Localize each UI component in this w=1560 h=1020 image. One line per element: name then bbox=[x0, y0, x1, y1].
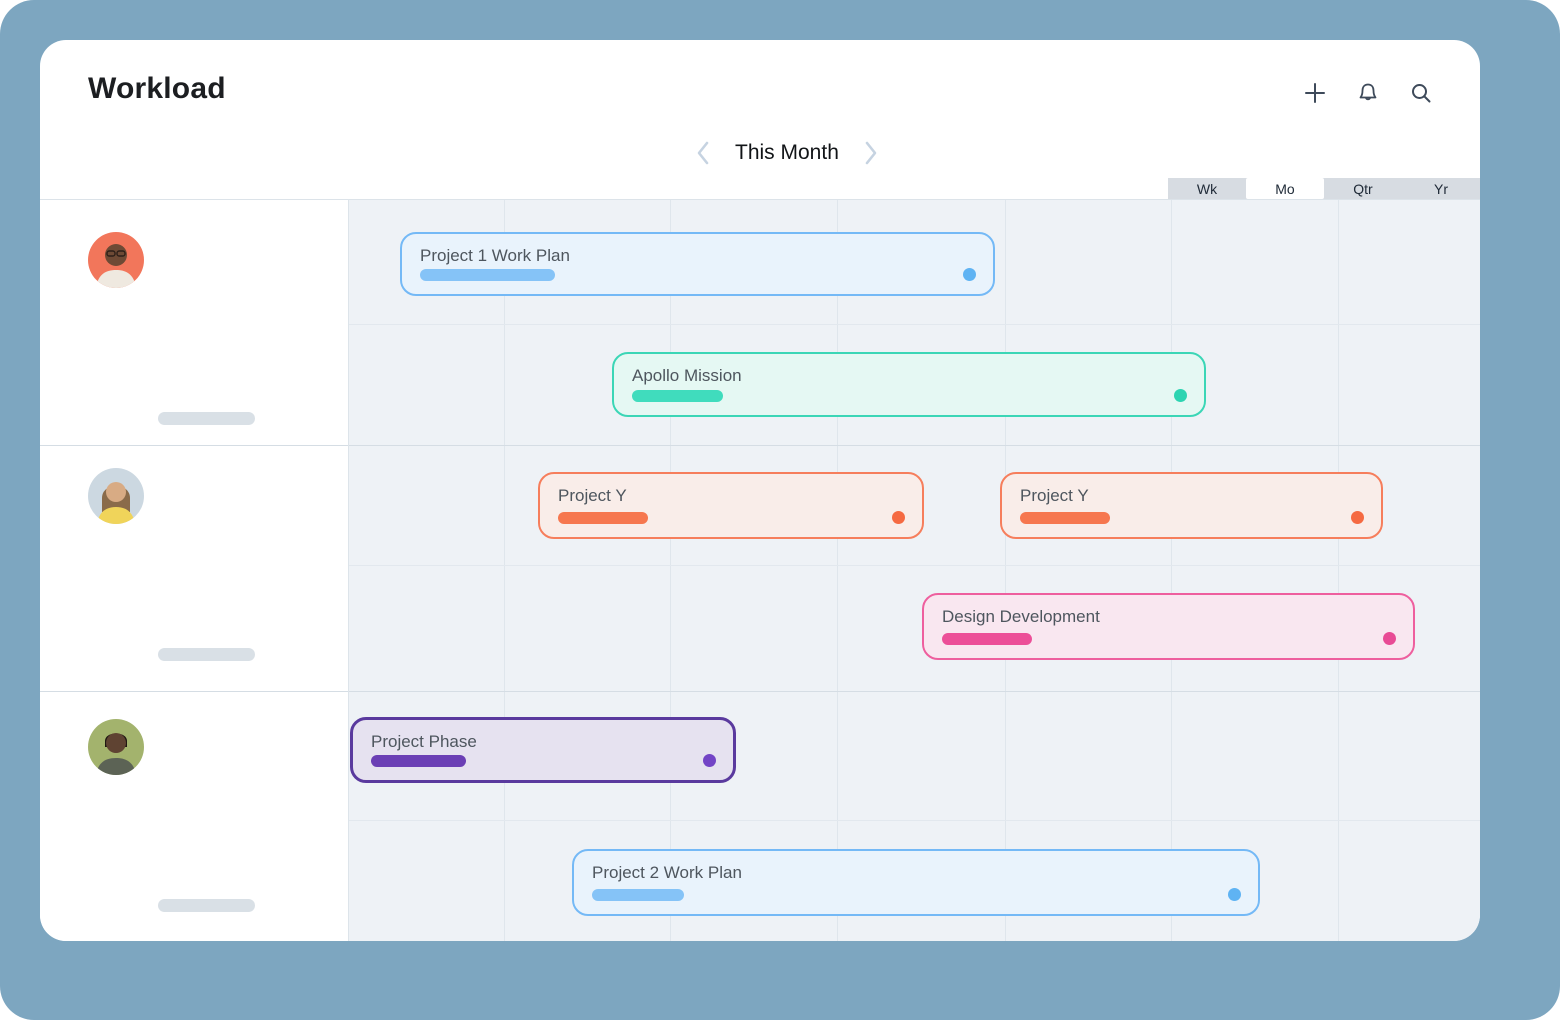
grid-vline bbox=[837, 199, 838, 941]
sidebar-grid-divider bbox=[348, 199, 349, 941]
grid-vline bbox=[1338, 199, 1339, 941]
toolbar bbox=[1302, 80, 1434, 106]
milestone-dot bbox=[963, 268, 976, 281]
project-bar-label: Design Development bbox=[942, 607, 1100, 626]
project-bar-label: Project Y bbox=[558, 486, 627, 505]
milestone-dot bbox=[892, 511, 905, 524]
project-bar[interactable]: Project Y bbox=[538, 472, 924, 539]
notifications-button[interactable] bbox=[1355, 80, 1381, 106]
bell-icon bbox=[1359, 83, 1377, 101]
grid-rowline bbox=[348, 324, 1480, 325]
person-name-placeholder bbox=[158, 899, 255, 912]
people-sidebar bbox=[40, 199, 348, 941]
project-bar[interactable]: Design Development bbox=[922, 593, 1415, 660]
zoom-level-toggle: Wk Mo Qtr Yr bbox=[1168, 178, 1480, 199]
milestone-dot bbox=[703, 754, 716, 767]
period-label: This Month bbox=[735, 141, 839, 164]
toggle-quarter[interactable]: Qtr bbox=[1353, 180, 1373, 197]
progress-pill bbox=[942, 633, 1032, 645]
search-icon bbox=[1412, 84, 1431, 103]
next-period-button[interactable] bbox=[863, 138, 879, 168]
grid-vline bbox=[1171, 199, 1172, 941]
project-bar[interactable]: Project 2 Work Plan bbox=[572, 849, 1260, 916]
workload-grid: Project 1 Work Plan Apollo Mission Proje… bbox=[348, 199, 1480, 941]
project-bar[interactable]: Project Y bbox=[1000, 472, 1383, 539]
person-photo-icon bbox=[97, 482, 135, 524]
progress-pill bbox=[371, 755, 466, 767]
avatar[interactable] bbox=[88, 719, 144, 775]
progress-pill bbox=[632, 390, 723, 402]
progress-pill bbox=[1020, 512, 1110, 524]
plus-icon bbox=[1305, 83, 1325, 103]
person-photo-icon bbox=[96, 733, 136, 775]
person-name-placeholder bbox=[158, 648, 255, 661]
chevron-right-icon bbox=[865, 141, 877, 165]
page-title: Workload bbox=[88, 72, 226, 105]
person-photo-icon bbox=[96, 244, 136, 288]
prev-period-button[interactable] bbox=[695, 138, 711, 168]
grid-vline bbox=[670, 199, 671, 941]
person-name-placeholder bbox=[158, 412, 255, 425]
grid-vline bbox=[504, 199, 505, 941]
grid-vline bbox=[1005, 199, 1006, 941]
milestone-dot bbox=[1351, 511, 1364, 524]
progress-pill bbox=[592, 889, 684, 901]
grid-rowline bbox=[348, 820, 1480, 821]
project-bar-label: Project 1 Work Plan bbox=[420, 246, 570, 265]
header-grid-divider bbox=[40, 199, 1480, 200]
project-bar[interactable]: Project 1 Work Plan bbox=[400, 232, 995, 296]
project-bar-label: Apollo Mission bbox=[632, 366, 742, 385]
milestone-dot bbox=[1228, 888, 1241, 901]
progress-pill bbox=[420, 269, 555, 281]
toggle-month[interactable]: Mo bbox=[1246, 178, 1324, 199]
toggle-year[interactable]: Yr bbox=[1434, 180, 1448, 197]
milestone-dot bbox=[1174, 389, 1187, 402]
project-bar[interactable]: Project Phase bbox=[350, 717, 736, 783]
milestone-dot bbox=[1383, 632, 1396, 645]
avatar[interactable] bbox=[88, 232, 144, 288]
person-row-divider bbox=[40, 691, 1480, 692]
chevron-left-icon bbox=[697, 141, 709, 165]
project-bar[interactable]: Apollo Mission bbox=[612, 352, 1206, 417]
project-bar-label: Project Phase bbox=[371, 732, 477, 751]
toggle-week[interactable]: Wk bbox=[1196, 180, 1218, 197]
project-bar-label: Project Y bbox=[1020, 486, 1089, 505]
search-button[interactable] bbox=[1408, 80, 1434, 106]
app-window: Workload bbox=[40, 40, 1480, 941]
time-navigation: This Month bbox=[695, 138, 879, 168]
grid-rowline bbox=[348, 565, 1480, 566]
progress-pill bbox=[558, 512, 648, 524]
person-row-divider bbox=[40, 445, 1480, 446]
avatar[interactable] bbox=[88, 468, 144, 524]
add-button[interactable] bbox=[1302, 80, 1328, 106]
project-bar-label: Project 2 Work Plan bbox=[592, 863, 742, 882]
